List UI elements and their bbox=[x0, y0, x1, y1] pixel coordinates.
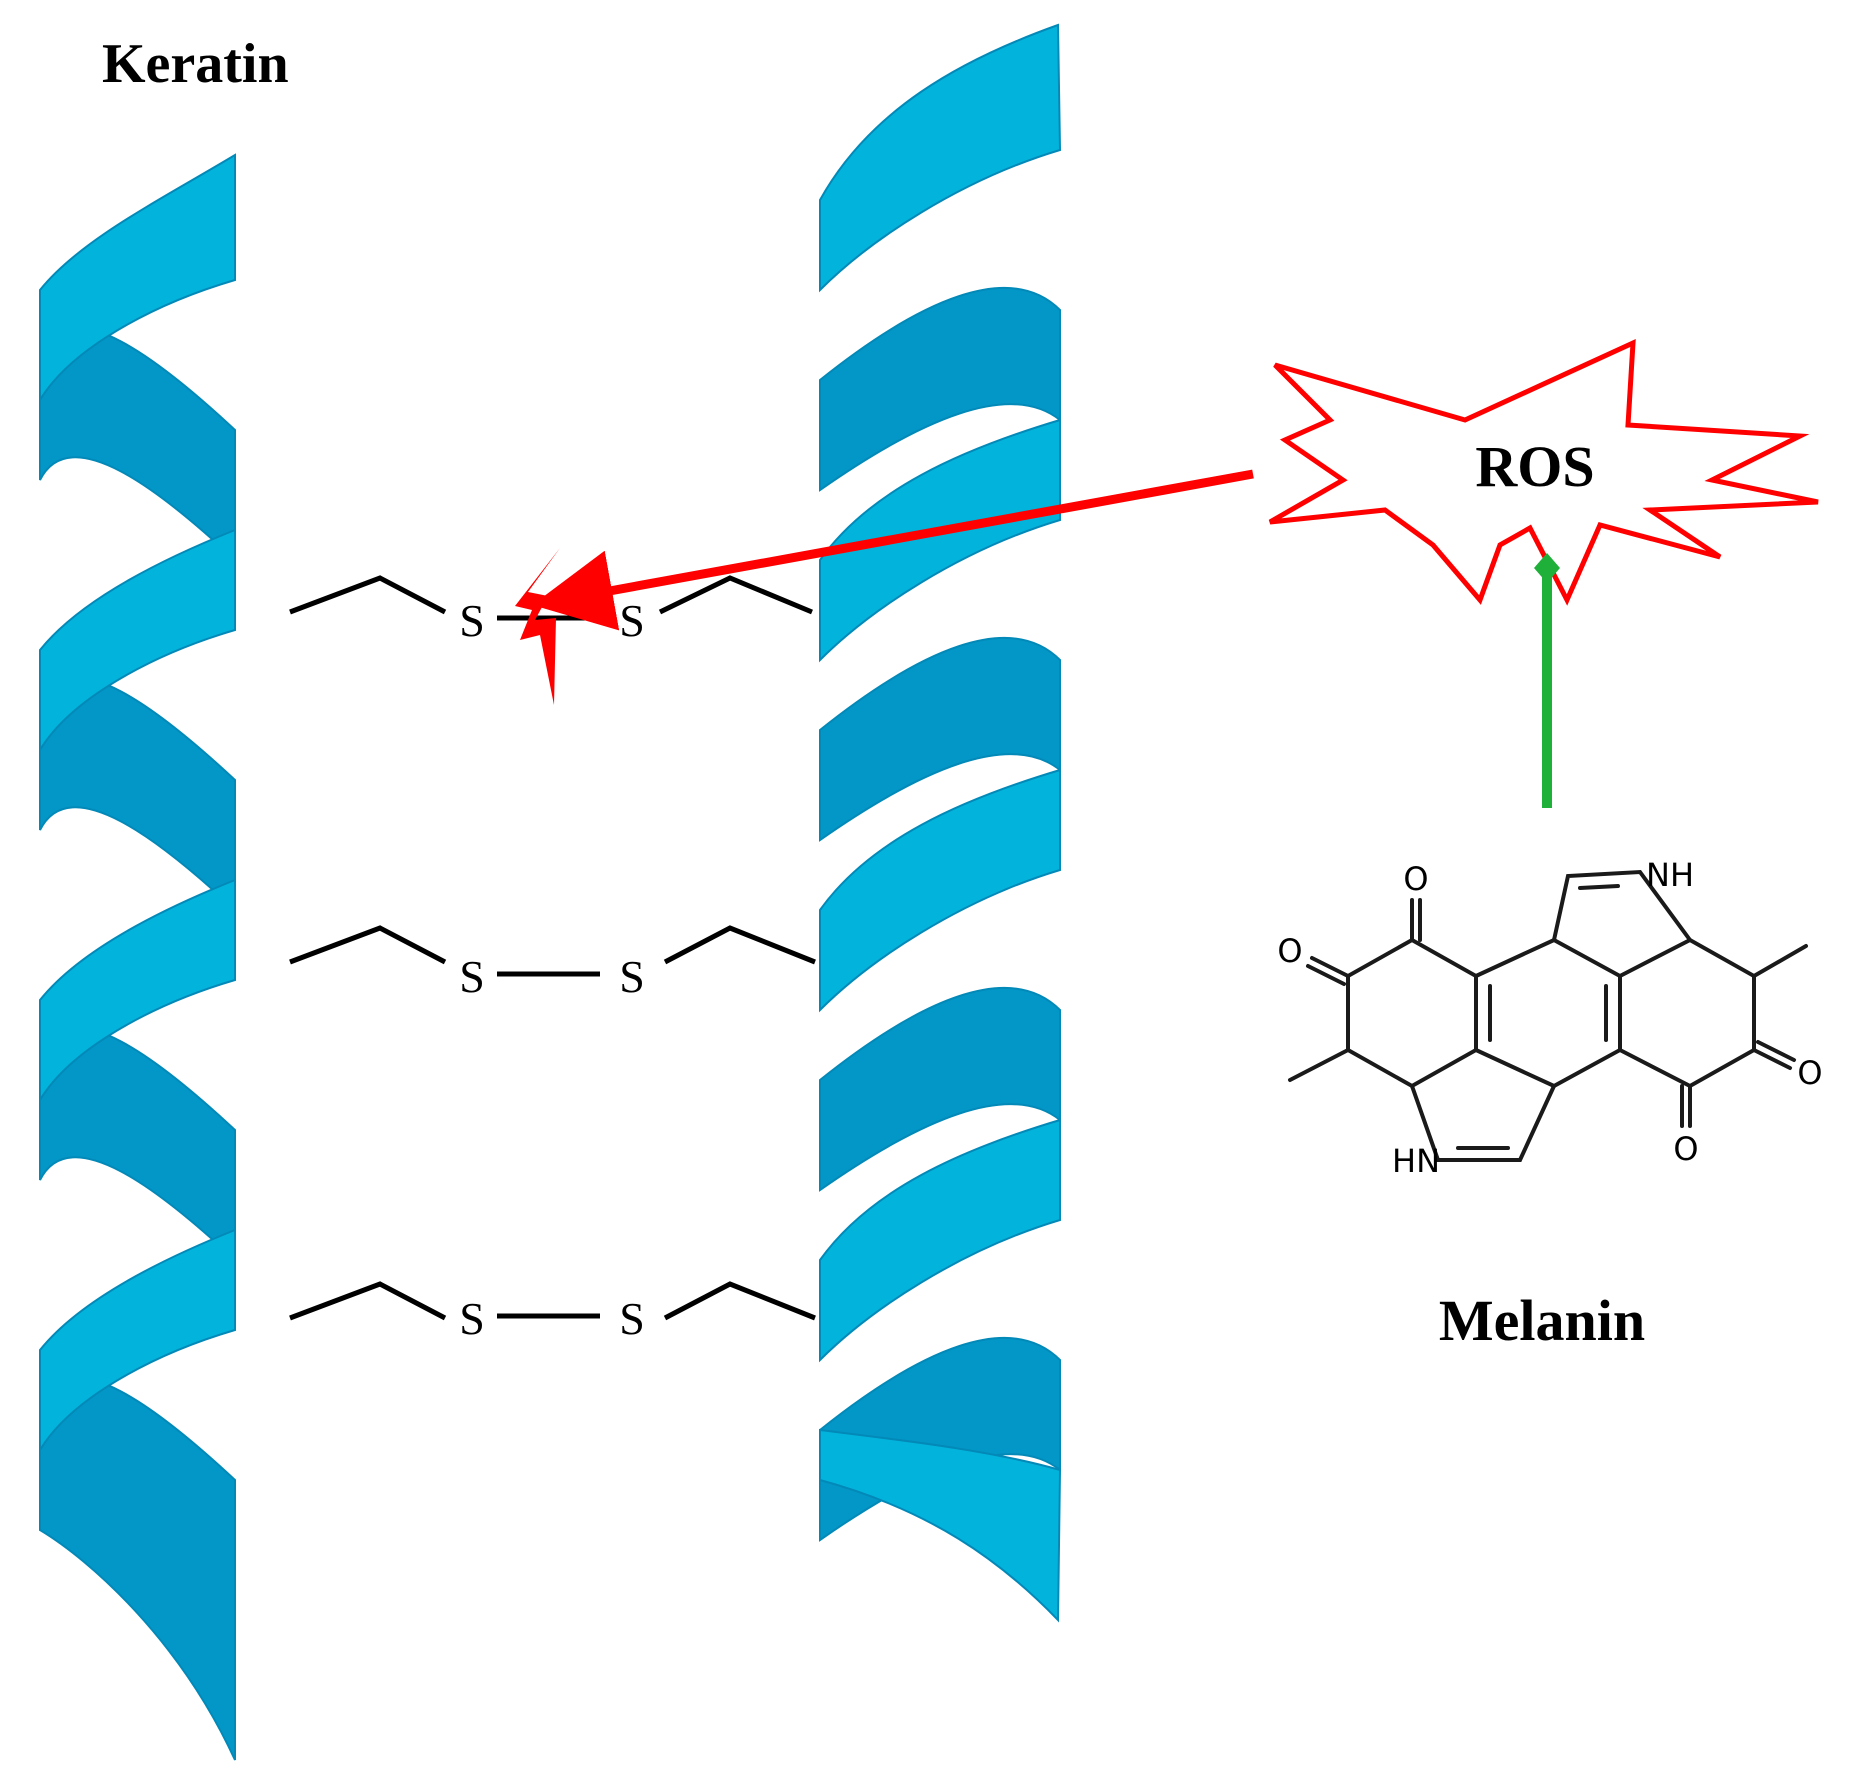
melanin-structure bbox=[1288, 869, 1808, 1162]
sulfur-atom: S bbox=[619, 951, 645, 1002]
oxygen-atom: O bbox=[1797, 1054, 1822, 1092]
disulfide-bond-middle: S S bbox=[289, 925, 816, 1002]
oxygen-atom: O bbox=[1277, 932, 1302, 970]
sulfur-atom: S bbox=[619, 595, 645, 646]
oxygen-atom: O bbox=[1403, 860, 1428, 898]
disulfide-bond-bottom: S S bbox=[289, 1281, 816, 1344]
sulfur-atom: S bbox=[459, 1293, 485, 1344]
oxygen-atom: O bbox=[1673, 1130, 1698, 1168]
ros-starburst: ROS bbox=[1268, 338, 1819, 606]
hn-group: HN bbox=[1392, 1142, 1440, 1180]
melanin-inhibits-ros-line bbox=[1534, 553, 1560, 808]
melanin-label: Melanin bbox=[1439, 1288, 1645, 1353]
sulfur-atom: S bbox=[459, 951, 485, 1002]
keratin-helix-right bbox=[819, 23, 1062, 1623]
nh-group: NH bbox=[1646, 856, 1694, 894]
keratin-helix-left bbox=[39, 153, 236, 1761]
keratin-label: Keratin bbox=[102, 33, 289, 95]
ros-label: ROS bbox=[1475, 434, 1594, 499]
bond-cleavage-lightning-icon bbox=[515, 548, 560, 705]
sulfur-atom: S bbox=[459, 595, 485, 646]
disulfide-bond-top: S S bbox=[289, 575, 813, 646]
ros-attack-arrow bbox=[532, 469, 1254, 631]
melanin-atom-labels: O NH O O HN O bbox=[1277, 856, 1822, 1180]
sulfur-atom: S bbox=[619, 1293, 645, 1344]
